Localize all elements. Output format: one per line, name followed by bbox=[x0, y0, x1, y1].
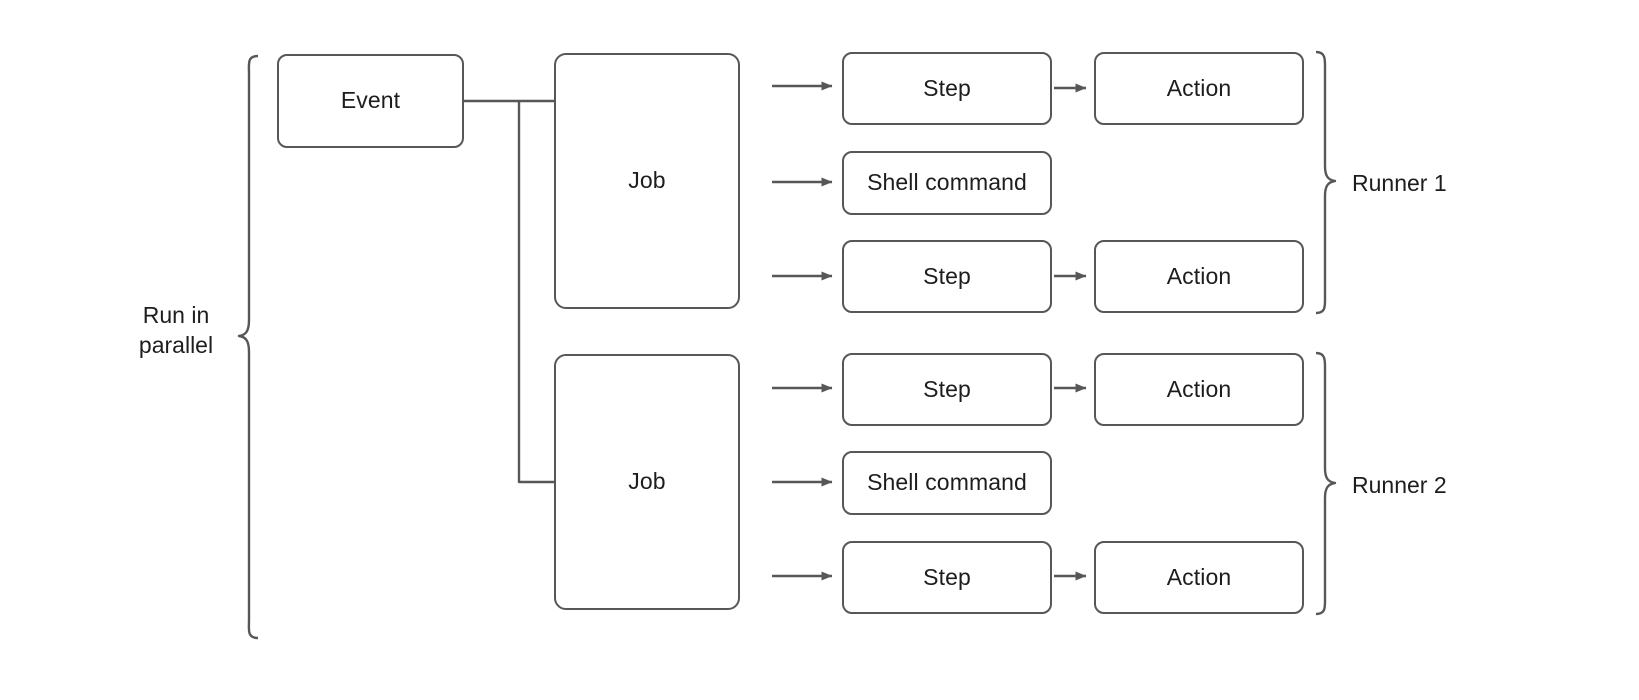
node-runner2-step-2[interactable]: Step bbox=[842, 541, 1052, 614]
left-brace-run-in-parallel bbox=[237, 54, 259, 640]
label-runner-1: Runner 1 bbox=[1352, 170, 1447, 196]
label-run-in-parallel: Run in parallel bbox=[138, 302, 214, 359]
node-runner1-step-1[interactable]: Step bbox=[842, 52, 1052, 125]
node-runner2-shell-command[interactable]: Shell command bbox=[842, 451, 1052, 515]
node-runner1-step-2[interactable]: Step bbox=[842, 240, 1052, 313]
right-brace-runner-1 bbox=[1315, 50, 1337, 315]
node-runner2-action-1[interactable]: Action bbox=[1094, 353, 1304, 426]
label-runner-2: Runner 2 bbox=[1352, 472, 1447, 498]
edge-event-to-job2 bbox=[517, 101, 567, 487]
node-runner1-action-2[interactable]: Action bbox=[1094, 240, 1304, 313]
right-brace-runner-2 bbox=[1315, 351, 1337, 616]
node-runner2-action-2[interactable]: Action bbox=[1094, 541, 1304, 614]
node-runner2-step-1[interactable]: Step bbox=[842, 353, 1052, 426]
node-runner1-action-1[interactable]: Action bbox=[1094, 52, 1304, 125]
node-job-2[interactable]: Job bbox=[554, 354, 740, 610]
node-job-1[interactable]: Job bbox=[554, 53, 740, 309]
node-event[interactable]: Event bbox=[277, 54, 464, 148]
node-runner1-shell-command[interactable]: Shell command bbox=[842, 151, 1052, 215]
